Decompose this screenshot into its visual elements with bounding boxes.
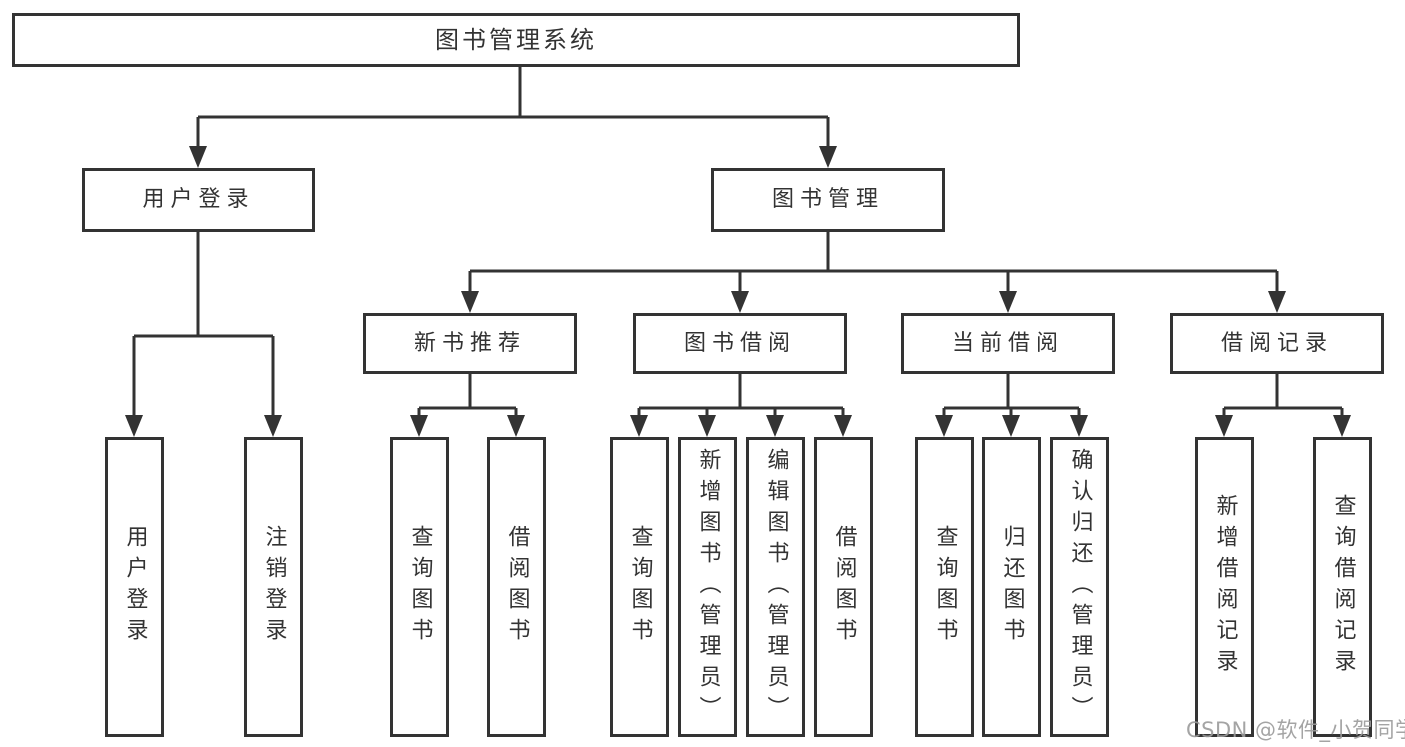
csdn-watermark: CSDN @软件_小贺同学	[1186, 718, 1405, 742]
leaf-nbr-borrow-books: 借阅图书	[487, 437, 546, 737]
leaf-cb-query-books: 查询图书	[915, 437, 974, 737]
leaf-bb-query-books: 查询图书	[610, 437, 669, 737]
leaf-bb-edit-books-admin: 编辑图书（管理员）	[746, 437, 805, 737]
leaf-cb-return-books: 归还图书	[982, 437, 1041, 737]
node-new-book-recommend: 新书推荐	[363, 313, 577, 374]
leaf-user-login: 用户登录	[105, 437, 164, 737]
node-user-login-branch: 用户登录	[82, 168, 315, 232]
leaf-nbr-query-books: 查询图书	[390, 437, 449, 737]
arrowheads	[125, 146, 1351, 437]
leaf-bb-add-books-admin: 新增图书（管理员）	[678, 437, 737, 737]
node-book-management-branch: 图书管理	[711, 168, 945, 232]
node-root-system: 图书管理系统	[12, 13, 1020, 67]
leaf-br-query-record: 查询借阅记录	[1313, 437, 1372, 737]
leaf-br-add-record: 新增借阅记录	[1195, 437, 1254, 737]
leaf-bb-borrow-books: 借阅图书	[814, 437, 873, 737]
node-book-borrow: 图书借阅	[633, 313, 847, 374]
leaf-cb-confirm-return-admin: 确认归还（管理员）	[1050, 437, 1109, 737]
leaf-logout: 注销登录	[244, 437, 303, 737]
node-borrow-records: 借阅记录	[1170, 313, 1384, 374]
node-current-borrow: 当前借阅	[901, 313, 1115, 374]
